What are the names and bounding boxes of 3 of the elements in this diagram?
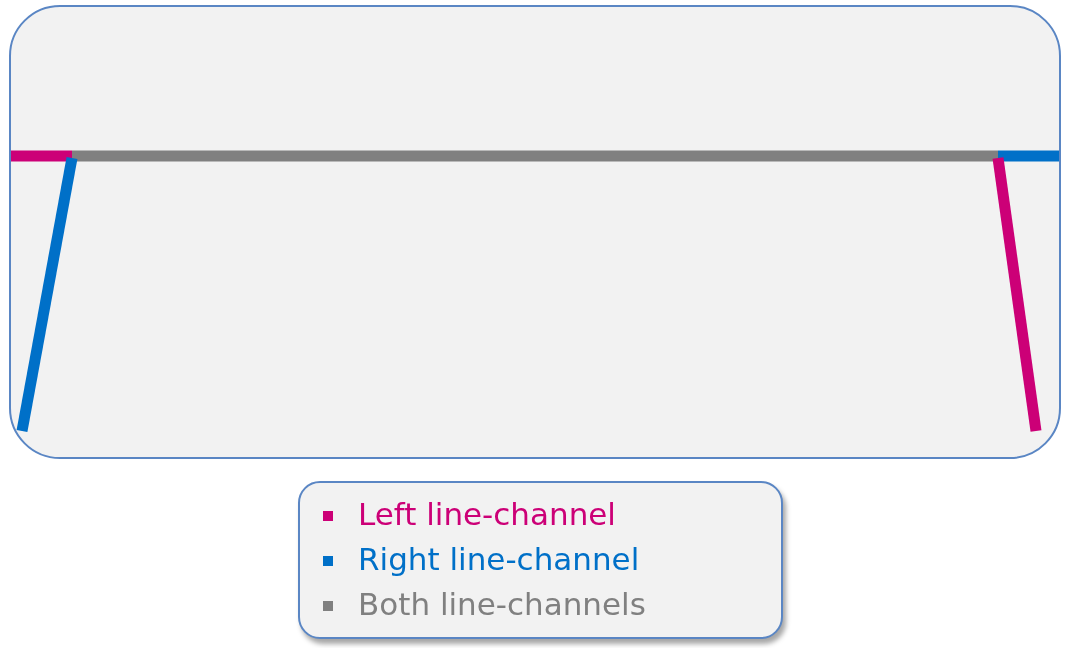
legend-label: Both line-channels (358, 585, 646, 624)
legend-label: Left line-channel (358, 495, 616, 534)
legend-label: Right line-channel (358, 540, 640, 579)
